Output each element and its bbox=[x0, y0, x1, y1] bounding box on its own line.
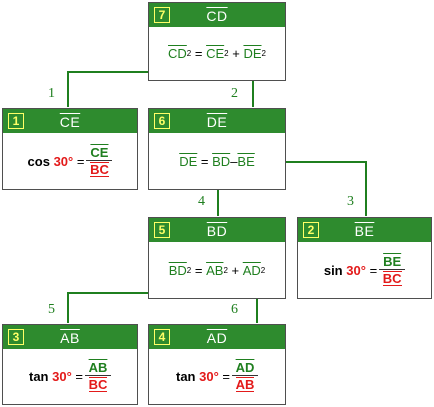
fraction-denominator: AB bbox=[235, 377, 255, 392]
edge-label-3: 3 bbox=[347, 194, 354, 209]
step-number-badge: 2 bbox=[303, 222, 319, 238]
edge-label-1: 1 bbox=[48, 86, 55, 101]
box-formula: sin 30° = BE BC bbox=[298, 242, 431, 298]
trig-function: tan bbox=[175, 369, 196, 384]
formula-term-1: CE bbox=[206, 46, 225, 61]
step-number-badge: 4 bbox=[154, 329, 170, 345]
box-formula: tan 30° = AD AB bbox=[149, 349, 285, 404]
exponent: 2 bbox=[260, 265, 266, 275]
fraction-bar bbox=[86, 159, 113, 161]
angle-value: 30° bbox=[346, 262, 366, 278]
step-number-badge: 7 bbox=[154, 7, 170, 23]
exponent: 2 bbox=[186, 265, 192, 275]
edge-3 bbox=[258, 161, 367, 216]
box-header: 6 DE bbox=[149, 109, 285, 133]
box-header: 4 AD bbox=[149, 325, 285, 349]
formula-term-2: DE bbox=[243, 46, 262, 61]
fraction-bar bbox=[85, 375, 111, 376]
fraction-denominator: BC bbox=[382, 270, 402, 286]
fraction-numerator: BE bbox=[383, 253, 402, 269]
exponent: 2 bbox=[186, 49, 192, 58]
equals-sign: = bbox=[369, 262, 378, 278]
box-6-de: 6 DE DE = BD – BE bbox=[148, 108, 286, 190]
fraction: AB BC bbox=[85, 361, 111, 392]
equals-sign: = bbox=[76, 153, 85, 169]
fraction: CE BC bbox=[86, 144, 113, 177]
plus-sign: + bbox=[231, 262, 240, 278]
equals-sign: = bbox=[194, 262, 203, 278]
step-number-badge: 1 bbox=[8, 113, 24, 129]
exponent: 2 bbox=[261, 49, 266, 58]
edge-label-6: 6 bbox=[231, 302, 238, 317]
angle-value: 30° bbox=[53, 153, 74, 169]
equals-sign: = bbox=[222, 369, 230, 384]
equals-sign: = bbox=[200, 153, 209, 169]
fraction-bar bbox=[232, 375, 258, 376]
formula-lhs: CD bbox=[168, 46, 187, 61]
plus-sign: + bbox=[232, 46, 240, 61]
box-3-ab: 3 AB tan 30° = AB BC bbox=[2, 324, 138, 405]
box-header: 7 CD bbox=[149, 3, 285, 27]
fraction-numerator: CE bbox=[90, 144, 109, 160]
trig-function: sin bbox=[323, 262, 343, 278]
formula-term-1: BD bbox=[212, 153, 231, 169]
box-title: AB bbox=[60, 330, 80, 346]
box-title: DE bbox=[206, 114, 228, 130]
box-formula: cos 30° = CE BC bbox=[3, 133, 137, 189]
fraction: BE BC bbox=[379, 253, 406, 286]
angle-value: 30° bbox=[52, 369, 72, 384]
box-1-ce: 1 CE cos 30° = CE BC bbox=[2, 108, 138, 190]
fraction-numerator: AB bbox=[88, 360, 108, 375]
box-header: 2 BE bbox=[298, 218, 431, 242]
box-header: 3 AB bbox=[3, 325, 137, 349]
box-header: 5 BD bbox=[149, 218, 285, 242]
box-formula: DE = BD – BE bbox=[149, 133, 285, 189]
box-title: CE bbox=[59, 114, 81, 130]
box-title: BD bbox=[206, 223, 228, 239]
box-formula: tan 30° = AB BC bbox=[3, 349, 137, 404]
step-number-badge: 6 bbox=[154, 113, 170, 129]
equals-sign: = bbox=[194, 46, 203, 61]
exponent: 2 bbox=[224, 49, 229, 58]
edge-label-4: 4 bbox=[198, 194, 205, 209]
fraction-denominator: BC bbox=[90, 161, 109, 177]
formula-term-2: BE bbox=[237, 153, 255, 169]
fraction: AD AB bbox=[232, 361, 258, 392]
box-header: 1 CE bbox=[3, 109, 137, 133]
formula-lhs: BD bbox=[168, 262, 187, 278]
edge-label-2: 2 bbox=[231, 86, 238, 101]
equals-sign: = bbox=[75, 369, 83, 384]
fraction-numerator: AD bbox=[235, 360, 255, 375]
formula-term-1: AB bbox=[206, 262, 224, 278]
exponent: 2 bbox=[223, 265, 228, 275]
box-title: BE bbox=[354, 223, 375, 239]
box-title: CD bbox=[206, 8, 228, 24]
trig-function: cos bbox=[27, 153, 50, 169]
formula-lhs: DE bbox=[179, 153, 198, 169]
fraction-bar bbox=[379, 268, 406, 270]
minus-sign: – bbox=[230, 153, 238, 169]
trig-function: tan bbox=[28, 369, 49, 384]
box-title: AD bbox=[206, 330, 228, 346]
step-number-badge: 3 bbox=[8, 329, 24, 345]
fraction-denominator: BC bbox=[88, 377, 108, 392]
box-4-ad: 4 AD tan 30° = AD AB bbox=[148, 324, 286, 405]
step-number-badge: 5 bbox=[154, 222, 170, 238]
angle-value: 30° bbox=[199, 369, 219, 384]
box-2-be: 2 BE sin 30° = BE BC bbox=[297, 217, 432, 299]
formula-term-2: AD bbox=[242, 262, 261, 278]
edge-label-5: 5 bbox=[48, 302, 55, 317]
